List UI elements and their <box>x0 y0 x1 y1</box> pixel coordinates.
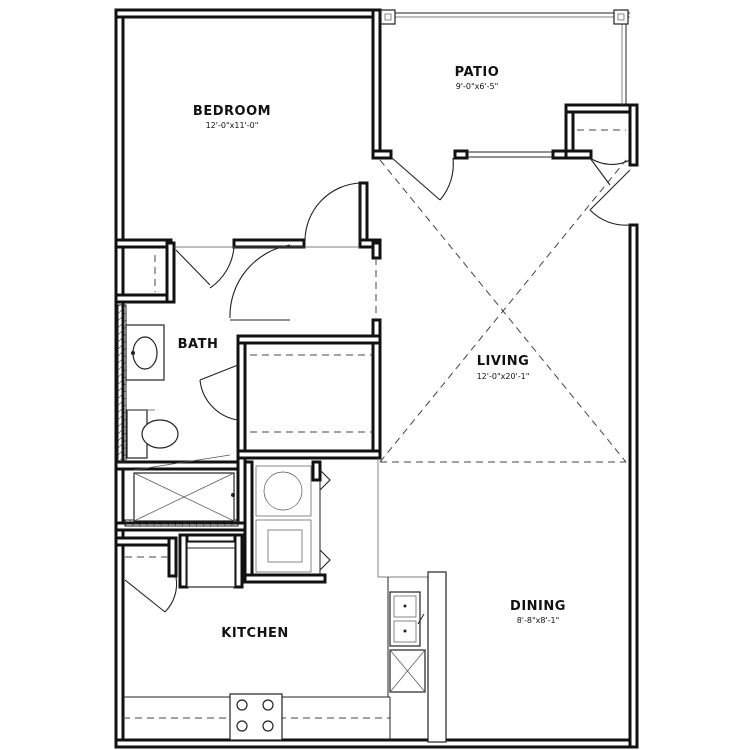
storage-door-leaf-b <box>589 169 631 211</box>
bedroom-north-wall <box>114 8 382 19</box>
linen-door-swing <box>209 246 235 289</box>
sink-basin-1 <box>393 595 417 618</box>
laundry <box>255 465 312 573</box>
walls <box>114 8 639 749</box>
bath-door-swing <box>229 244 291 319</box>
dining-label: DINING <box>510 599 566 614</box>
closet-south-wall <box>236 449 382 460</box>
burner-icon-3 <box>236 720 248 732</box>
doors <box>124 157 631 613</box>
patio-label: PATIO <box>455 65 500 80</box>
patio-mid-wall <box>453 149 469 160</box>
linen-south-wall <box>114 293 176 304</box>
fridge-east-wall <box>233 533 244 589</box>
pantry-north-wall <box>114 536 178 547</box>
patio-sw-wall <box>371 149 393 160</box>
patio-post-left <box>380 9 396 25</box>
peninsula-bar <box>427 571 447 743</box>
dishwasher-x-b <box>389 649 426 693</box>
patio-post-left-inner <box>384 13 392 21</box>
faucet-icon <box>417 613 425 625</box>
storage-door-swing-a <box>589 157 631 165</box>
kitchen-sink <box>389 591 421 647</box>
storage-door-leaf-a <box>589 157 611 186</box>
living-diagonal-b <box>379 159 627 463</box>
bath-wall-hatch <box>117 304 127 463</box>
shower-valve-icon <box>231 493 235 497</box>
bath-south-wall <box>114 460 248 471</box>
living-wall-top <box>371 241 382 260</box>
bedroom-label: BEDROOM <box>193 104 271 119</box>
burner-icon-2 <box>262 699 274 711</box>
closet-door-swing <box>199 379 239 421</box>
storage-south-wall <box>564 149 593 160</box>
living-label: LIVING <box>477 354 530 369</box>
living-dining <box>377 159 627 578</box>
patio-dimensions: 9'-0"x6'-5" <box>456 82 499 91</box>
east-wall <box>628 223 639 749</box>
patio-post-right-inner <box>617 13 625 21</box>
drain-icon-2 <box>403 629 407 633</box>
bath-east-wall <box>236 334 247 460</box>
bedroom-dimensions: 12'-0"x11'-0" <box>206 121 259 130</box>
storage-door-swing-b <box>589 209 631 226</box>
linen-door-leaf <box>175 249 211 286</box>
bath-fixtures <box>117 304 239 527</box>
fridge-north-wall <box>178 533 244 544</box>
burner-icon-1 <box>236 699 248 711</box>
labels: BEDROOM 12'-0"x11'-0" PATIO 9'-0"x6'-5" … <box>178 65 566 641</box>
sink-basin-2 <box>393 620 417 643</box>
burner-icon-4 <box>262 720 274 732</box>
storage-north-wall <box>564 103 639 114</box>
laundry-east-jamb <box>311 460 322 482</box>
patio-door-leaf <box>391 157 441 201</box>
laundry-south-wall <box>243 573 327 584</box>
closet-details <box>125 129 626 558</box>
dryer-box <box>255 519 312 573</box>
bath-label: BATH <box>178 337 219 352</box>
laundry-west-wall <box>243 460 254 584</box>
patio <box>380 9 630 158</box>
refrigerator <box>186 541 236 588</box>
bedroom-east-wall <box>371 8 382 160</box>
patio-post-right <box>613 9 629 25</box>
laundry-bifold-bottom <box>319 549 331 571</box>
bedroom-door-swing <box>304 182 361 241</box>
drain-icon-1 <box>403 604 407 608</box>
pantry-door-swing <box>164 576 178 613</box>
south-wall <box>114 738 639 749</box>
dryer-panel-icon <box>267 529 303 563</box>
dining-dimensions: 8'-8"x8'-1" <box>517 616 560 625</box>
patio-door-swing <box>439 157 454 201</box>
pantry-east-wall <box>167 536 178 578</box>
washer-box <box>255 465 312 517</box>
pantry-door-leaf <box>124 579 166 613</box>
bath-sink <box>132 336 158 370</box>
range <box>229 693 283 741</box>
shower-slope-b <box>133 472 235 522</box>
living-dimensions: 12'-0"x20'-1" <box>477 372 530 381</box>
bedroom-closet-jamb <box>358 181 369 245</box>
laundry-bifold-top <box>319 469 331 491</box>
storage-east-wall <box>628 103 639 167</box>
linen-east-wall <box>165 241 176 304</box>
kitchen-label: KITCHEN <box>221 626 288 641</box>
bedroom-south-wall-b <box>232 238 306 249</box>
bedroom-south-wall-a <box>114 238 173 249</box>
sink-faucet-icon <box>131 351 135 355</box>
kitchen <box>123 541 447 743</box>
closet-north-wall <box>236 334 382 345</box>
washer-drum-icon <box>263 471 303 511</box>
toilet-bowl <box>141 419 179 449</box>
closet-door-leaf <box>199 364 239 381</box>
shower-curtain <box>133 454 231 471</box>
fridge-west-wall <box>178 533 189 589</box>
